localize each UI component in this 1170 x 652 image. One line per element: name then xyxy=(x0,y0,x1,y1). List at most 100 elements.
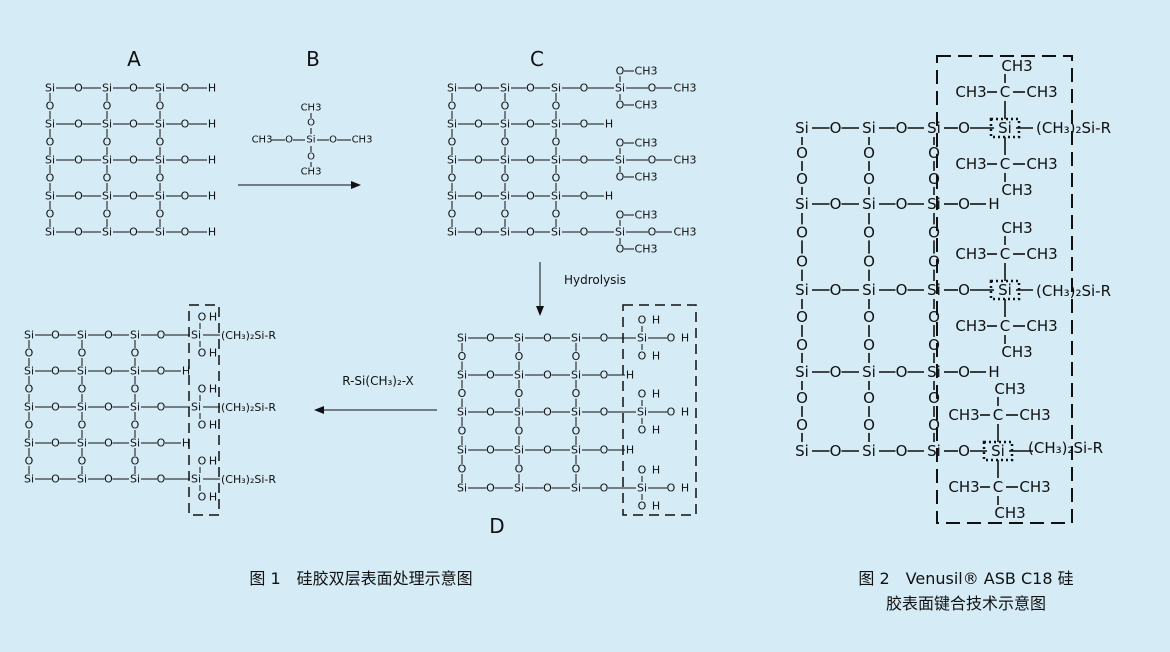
methyl-label: CH3 xyxy=(1026,317,1057,335)
atom-label: O xyxy=(51,365,60,378)
atom-label: Si xyxy=(615,82,625,95)
atom-label: O xyxy=(51,401,60,414)
atom-label: O xyxy=(638,424,647,437)
atom-label: Si xyxy=(514,332,524,345)
atom-label: O xyxy=(928,416,940,434)
atom-label: Si xyxy=(795,195,809,213)
atom-label: O xyxy=(667,332,676,345)
methyl-label: CH3 xyxy=(1019,406,1050,424)
caption-fig1: 图 1 硅胶双层表面处理示意图 xyxy=(249,569,472,588)
atom-label: O xyxy=(157,473,166,486)
atom-label: O xyxy=(501,172,510,185)
atom-label: O xyxy=(103,100,112,113)
atom-label: O xyxy=(863,144,875,162)
atom-label: H xyxy=(208,118,216,131)
atom-label: Si xyxy=(551,190,561,203)
atom-label: O xyxy=(157,401,166,414)
atom-label: O xyxy=(648,154,657,167)
atom-label: Si xyxy=(447,154,457,167)
atom-label: H xyxy=(605,118,613,131)
atom-label: O xyxy=(580,190,589,203)
atom-label: O xyxy=(448,136,457,149)
atom-label: H xyxy=(652,388,660,401)
atom-label: Si xyxy=(447,82,457,95)
atom-label: O xyxy=(552,172,561,185)
methyl-label: CH3 xyxy=(352,135,373,146)
atom-label: O xyxy=(486,369,495,382)
atom-label: Si xyxy=(571,482,581,495)
atom-label: O xyxy=(638,314,647,327)
atom-label: Si xyxy=(130,329,140,342)
atom-label: Si xyxy=(457,406,467,419)
atom-label: Si xyxy=(191,329,201,342)
atom-label: C xyxy=(993,478,1003,496)
atom-label: Si xyxy=(191,473,201,486)
atom-label: O xyxy=(958,363,970,381)
atom-label: Si xyxy=(155,226,165,239)
methyl-label: CH3 xyxy=(948,406,979,424)
atom-label: Si xyxy=(795,281,809,299)
methyl-label: CH3 xyxy=(1026,245,1057,263)
atom-label: O xyxy=(928,389,940,407)
atom-label: O xyxy=(198,347,207,360)
methyl-label: CH3 xyxy=(955,317,986,335)
atom-label: O xyxy=(543,444,552,457)
atom-label: Si xyxy=(615,226,625,239)
surface-box-d xyxy=(622,304,697,516)
atom-label: O xyxy=(572,350,581,363)
atom-label: O xyxy=(103,172,112,185)
caption-fig2-line2: 胶表面键合技术示意图 xyxy=(886,594,1046,613)
atom-label: Si xyxy=(24,329,34,342)
atom-label: Si xyxy=(457,482,467,495)
methyl-label: CH3 xyxy=(674,82,697,95)
label-a: A xyxy=(127,47,141,71)
atom-label: O xyxy=(198,311,207,324)
atom-label: O xyxy=(181,82,190,95)
atom-label: O xyxy=(796,416,808,434)
atom-label: O xyxy=(285,135,293,146)
atom-label: O xyxy=(526,118,535,131)
methyl-label: CH3 xyxy=(994,380,1025,398)
atom-label: H xyxy=(209,419,217,432)
atom-label: Si xyxy=(24,365,34,378)
atom-label: Si xyxy=(45,190,55,203)
atom-label: Si xyxy=(927,363,941,381)
chain-label-1: (CH₃)₂Si-R xyxy=(221,329,276,342)
atom-label: Si xyxy=(457,332,467,345)
atom-label: O xyxy=(830,442,842,460)
methyl-label: CH3 xyxy=(674,226,697,239)
atom-label: Si xyxy=(862,281,876,299)
atom-label: Si xyxy=(500,226,510,239)
atom-label: Si xyxy=(500,154,510,167)
atom-label: H xyxy=(681,406,689,419)
atom-label: H xyxy=(681,482,689,495)
atom-label: H xyxy=(626,444,634,457)
atom-label: O xyxy=(104,329,113,342)
atom-label: O xyxy=(307,152,315,163)
atom-label: O xyxy=(928,144,940,162)
atom-label: O xyxy=(104,365,113,378)
atom-label: O xyxy=(616,137,625,150)
methyl-label: CH3 xyxy=(1001,181,1032,199)
atom-label: Si xyxy=(862,363,876,381)
atom-label: O xyxy=(796,389,808,407)
atom-label: Si xyxy=(447,226,457,239)
methyl-label: CH3 xyxy=(301,167,322,178)
atom-label: O xyxy=(501,100,510,113)
atom-label: O xyxy=(552,208,561,221)
atom-label: Si xyxy=(45,154,55,167)
atom-label: O xyxy=(181,190,190,203)
atom-label: Si xyxy=(45,82,55,95)
atom-label: O xyxy=(958,442,970,460)
atom-label: O xyxy=(46,136,55,149)
atom-label: Si xyxy=(551,154,561,167)
atom-label: O xyxy=(638,388,647,401)
atom-label: O xyxy=(198,455,207,468)
atom-label: O xyxy=(667,406,676,419)
methyl-label: CH3 xyxy=(948,478,979,496)
atom-label: O xyxy=(458,387,467,400)
atom-label: H xyxy=(605,190,613,203)
atom-label: Si xyxy=(191,401,201,414)
methyl-label: CH3 xyxy=(955,245,986,263)
